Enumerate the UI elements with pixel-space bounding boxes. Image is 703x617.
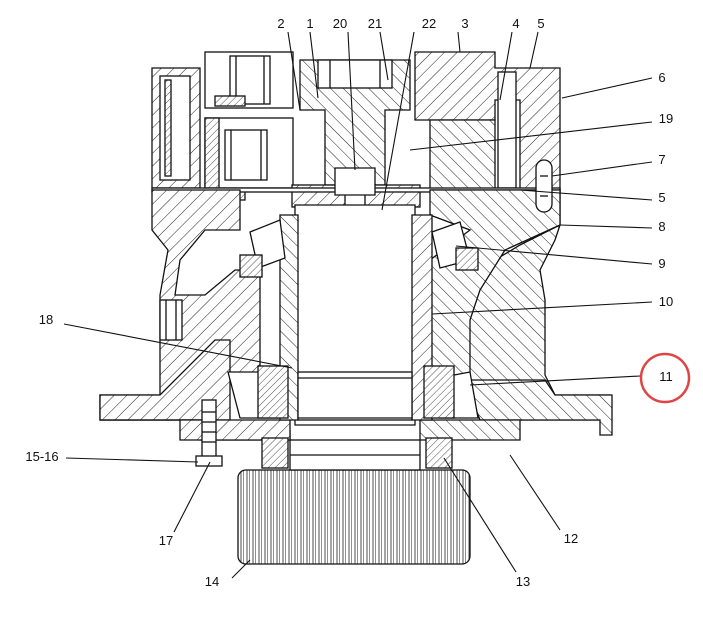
callout-12: 12 (564, 531, 578, 546)
dowel-pin (535, 159, 553, 213)
callout-6: 6 (658, 70, 665, 85)
seal-right (425, 437, 453, 469)
callout-4: 4 (512, 16, 519, 31)
callout-14: 14 (205, 574, 219, 589)
callout-15-16: 15-16 (25, 449, 58, 464)
callout-5-side: 5 (658, 190, 665, 205)
callout-5-top: 5 (537, 16, 544, 31)
callout-2: 2 (277, 16, 284, 31)
callout-8: 8 (658, 219, 665, 234)
highlight-circle (639, 352, 691, 404)
callout-11: 11 (659, 369, 673, 384)
callout-1: 1 (306, 16, 313, 31)
callout-18: 18 (39, 312, 53, 327)
housing-drawing (99, 51, 613, 565)
callout-22: 22 (422, 16, 436, 31)
callout-19: 19 (659, 111, 673, 126)
leader-lines (63, 31, 653, 579)
callout-21: 21 (368, 16, 382, 31)
side-port (159, 299, 183, 341)
callout-20: 20 (333, 16, 347, 31)
callout-17: 17 (159, 533, 173, 548)
callout-labels: 2 1 20 21 22 3 4 5 6 19 7 5 8 9 10 11 12… (25, 16, 673, 589)
callout-7: 7 (658, 152, 665, 167)
callout-3: 3 (461, 16, 468, 31)
callout-9: 9 (658, 256, 665, 271)
grease-fitting (201, 399, 217, 461)
housing-bottom (179, 419, 291, 441)
callout-13: 13 (516, 574, 530, 589)
seal-left (261, 437, 289, 469)
callout-10: 10 (659, 294, 673, 309)
pinion-gear (237, 469, 471, 565)
